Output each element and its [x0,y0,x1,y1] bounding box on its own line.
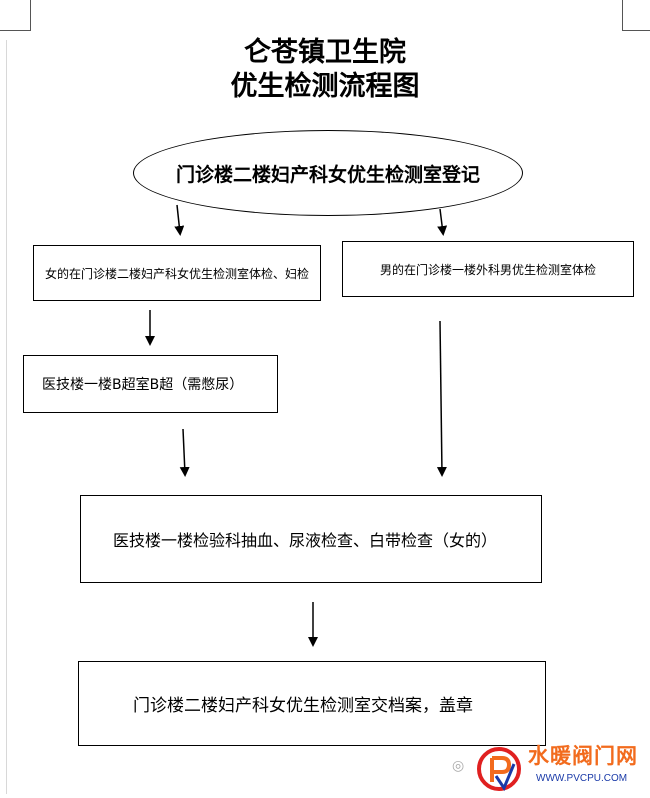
page-title-line2: 优生检测流程图 [230,71,420,102]
registration-label: 门诊楼二楼妇产科女优生检测室登记 [175,163,480,186]
page-corner-mark-right [622,0,650,31]
arrow-ultrasound-to-lab [179,428,190,477]
ultrasound-node: 医技楼一楼B超室B超（需憋尿） [23,355,278,413]
registration-node: 门诊楼二楼妇产科女优生检测室登记 [133,130,523,216]
female-exam-node: 女的在门诊楼二楼妇产科女优生检测室体检、妇检 [33,245,321,301]
watermark-brand: 水暖阀门网 [528,744,638,768]
archive-node: 门诊楼二楼妇产科女优生检测室交档案，盖章 [78,661,546,746]
arrow-register-to-female [174,204,185,236]
page-corner-mark-left [0,0,31,31]
watermark-url: WWW.PVCPU.COM [536,773,628,784]
arrow-register-to-male [437,208,448,236]
pv-logo-icon [474,744,524,794]
male-exam-label: 男的在门诊楼一楼外科男优生检测室体检 [379,262,596,277]
ultrasound-label: 医技楼一楼B超室B超（需憋尿） [42,377,244,393]
male-exam-node: 男的在门诊楼一楼外科男优生检测室体检 [342,241,634,297]
page-title-line1: 仑苍镇卫生院 [244,37,406,68]
archive-label: 门诊楼二楼妇产科女优生检测室交档案，盖章 [133,696,473,716]
wechat-icon: ◎ [452,758,465,774]
arrow-male-to-lab [436,320,447,477]
lab-tests-label: 医技楼一楼检验科抽血、尿液检查、白带检查（女的） [113,531,498,550]
page-edge-line [6,40,7,794]
lab-tests-node: 医技楼一楼检验科抽血、尿液检查、白带检查（女的） [80,495,542,583]
female-exam-label: 女的在门诊楼二楼妇产科女优生检测室体检、妇检 [44,266,309,281]
